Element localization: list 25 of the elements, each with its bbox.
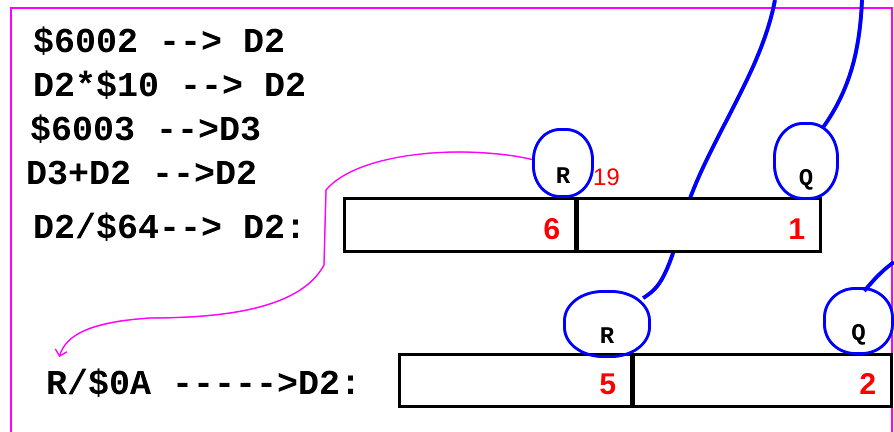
circled-letter bbox=[773, 122, 839, 200]
register-letter: R bbox=[598, 325, 616, 351]
circled-letter bbox=[563, 290, 651, 358]
instruction-text: $6003 -->D3 bbox=[30, 112, 262, 150]
circled-letter bbox=[823, 287, 894, 355]
register-letter: Q bbox=[798, 167, 814, 193]
instruction-text: D3+D2 -->D2 bbox=[26, 156, 258, 194]
register-cell bbox=[398, 353, 633, 408]
register-letter: Q bbox=[850, 322, 867, 348]
instruction-text: R/$0A ----->D2: bbox=[46, 366, 362, 404]
instruction-text: $6002 --> D2 bbox=[33, 24, 286, 62]
digit-value: 1 bbox=[788, 213, 805, 247]
connector-line bbox=[820, 0, 864, 130]
register-cell bbox=[343, 197, 577, 253]
connector-line bbox=[55, 151, 532, 357]
digit-value: 6 bbox=[543, 213, 560, 247]
value-note: 19 bbox=[593, 165, 620, 191]
instruction-text: D2/$64--> D2: bbox=[33, 210, 306, 248]
register-letter: R bbox=[554, 165, 572, 191]
digit-value: 2 bbox=[859, 368, 876, 402]
connector-line bbox=[862, 260, 894, 292]
register-cell bbox=[576, 197, 822, 253]
instruction-text: D2*$10 --> D2 bbox=[33, 68, 306, 106]
register-cell bbox=[632, 353, 893, 408]
digit-value: 5 bbox=[599, 368, 616, 402]
